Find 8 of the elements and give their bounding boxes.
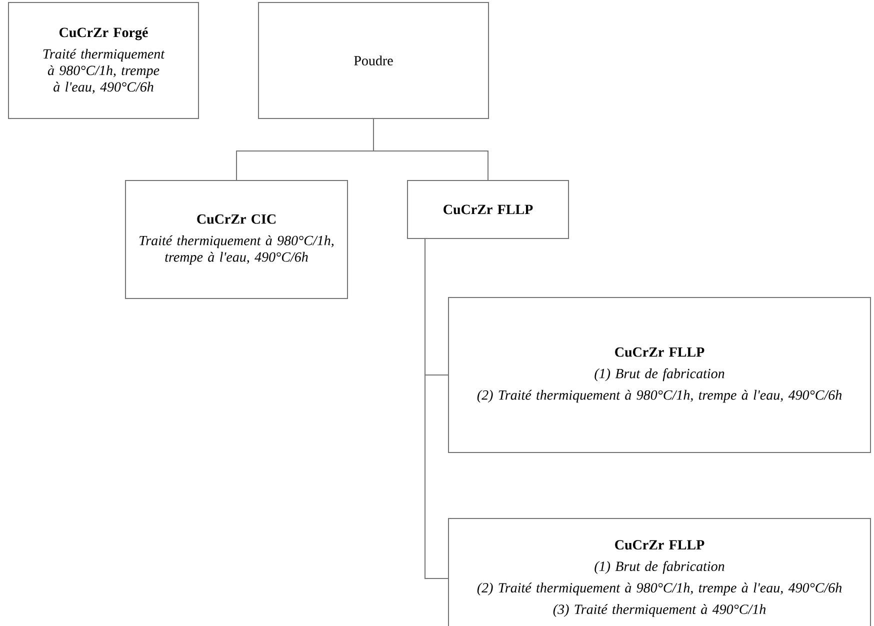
process-box: CuCrZr FLLP	[407, 180, 569, 239]
process-box: CuCrZr FLLP (1) Brut de fabrication (2) Traité thermiquement à 980°C/1h, trempe à l'eau, 490°C/6h (3) Traité thermiquement à 490°C/1h	[448, 518, 872, 626]
process-box: CuCrZr Forgé Traité thermiquement à 980°C/1h, trempe à l'eau, 490°C/6h	[8, 2, 199, 119]
process-box: CuCrZr CIC Traité thermiquement à 980°C/1h, trempe à l'eau, 490°C/6h	[125, 180, 348, 299]
process-box: Poudre	[258, 2, 489, 119]
connector-line	[373, 118, 488, 180]
connector-line	[424, 238, 448, 579]
process-box: CuCrZr FLLP (1) Brut de fabrication (2) Traité thermiquement à 980°C/1h, trempe à l'eau, 490°C/6h	[448, 297, 872, 453]
